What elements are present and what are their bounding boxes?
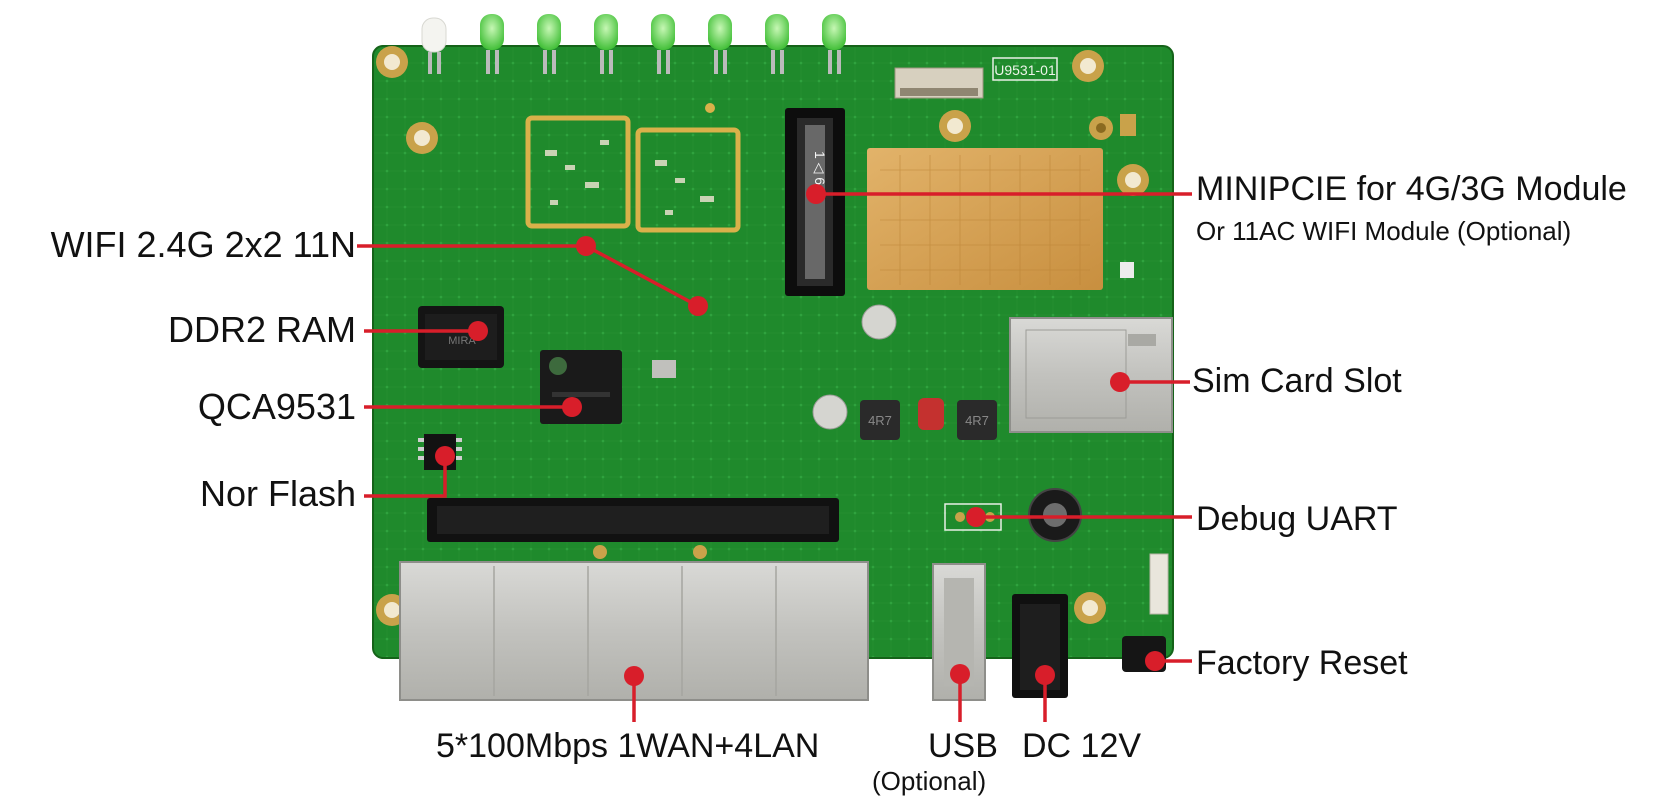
model-box <box>992 57 1058 81</box>
module-gold-area <box>867 148 1103 290</box>
callout-minipcie-line2: Or 11AC WIFI Module (Optional) <box>1196 216 1572 246</box>
svg-text:4R7: 4R7 <box>868 413 892 428</box>
led-green-5 <box>708 14 732 74</box>
led-row <box>421 14 846 74</box>
dot-ethernet <box>624 666 644 686</box>
crystal <box>652 360 676 378</box>
dot-debug <box>966 507 986 527</box>
dot-dc <box>1035 665 1055 685</box>
svg-text:MIRA: MIRA <box>448 335 476 347</box>
leader-lines <box>357 192 1192 722</box>
dot-usb <box>950 664 970 684</box>
callout-ddr2: DDR2 RAM <box>167 309 356 350</box>
rf-test-point <box>705 103 715 113</box>
led-green-4 <box>651 14 675 74</box>
dot-ddr2 <box>468 321 488 341</box>
dot-minipcie <box>806 184 826 204</box>
dot-wifi <box>576 236 596 256</box>
callout-qca9531: QCA9531 <box>197 386 356 427</box>
callout-nor-flash: Nor Flash <box>199 473 356 514</box>
wifi-shield-2 <box>635 127 741 233</box>
led-white <box>421 17 447 74</box>
leader-norflash <box>364 456 447 498</box>
dot-factory <box>1145 651 1165 671</box>
led-green-3 <box>594 14 618 74</box>
dot-simcard <box>1110 372 1130 392</box>
led-green-7 <box>822 14 846 74</box>
callout-usb-optional: (Optional) <box>872 766 987 796</box>
callout-minipcie-line1: MINIPCIE for 4G/3G Module <box>1196 170 1627 208</box>
capacitor-red <box>918 398 944 430</box>
dot-norflash <box>435 446 455 466</box>
callout-wifi: WIFI 2.4G 2x2 11N <box>50 224 356 265</box>
dot-qca <box>562 397 582 417</box>
svg-text:4R7: 4R7 <box>965 413 989 428</box>
callout-usb: USB <box>928 727 998 765</box>
wifi-shield-1 <box>525 115 631 229</box>
callout-factory-reset: Factory Reset <box>1196 644 1408 682</box>
led-green-6 <box>765 14 789 74</box>
silkscreen-model: U9531-01 <box>994 62 1056 78</box>
led-green-2 <box>537 14 561 74</box>
svg-text:1 ◁ 6: 1 ◁ 6 <box>812 151 828 185</box>
inductor-2 <box>957 400 997 440</box>
led-green-1 <box>480 14 504 74</box>
callout-debug-uart: Debug UART <box>1196 500 1398 538</box>
callout-ethernet: 5*100Mbps 1WAN+4LAN <box>436 727 820 765</box>
capacitor-silver-1 <box>812 394 848 430</box>
inductor-1 <box>860 400 900 440</box>
sim-card-slot <box>1009 317 1173 433</box>
leader-dots <box>435 184 1165 686</box>
capacitor-silver-2 <box>861 304 897 340</box>
callout-dc-12v: DC 12V <box>1022 727 1142 765</box>
dot-wifi-2 <box>688 296 708 316</box>
white-connector <box>1149 553 1169 615</box>
callout-sim-card-slot: Sim Card Slot <box>1192 362 1402 400</box>
